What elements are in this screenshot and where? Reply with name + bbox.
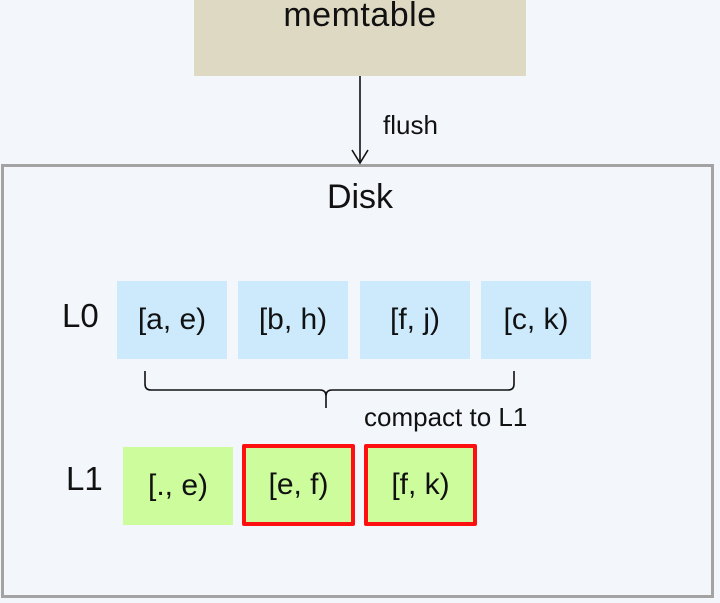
sstable-range: [b, h) bbox=[258, 303, 328, 336]
sstable-range: [f, j) bbox=[390, 303, 440, 336]
sstable-range: [f, k) bbox=[391, 468, 450, 501]
level-label-l1: L1 bbox=[66, 460, 103, 497]
memtable-label: memtable bbox=[283, 0, 437, 34]
sstable-l0: [a, e) bbox=[117, 281, 227, 359]
sstable-range: [c, k) bbox=[503, 303, 569, 336]
disk-container bbox=[1, 164, 714, 598]
compact-label: compact to L1 bbox=[364, 402, 528, 432]
sstable-l0: [c, k) bbox=[481, 281, 591, 359]
disk-title: Disk bbox=[326, 178, 394, 216]
sstable-range: [e, f) bbox=[268, 468, 329, 501]
memtable-box: memtable bbox=[194, 0, 526, 76]
sstable-l1-highlighted: [f, k) bbox=[364, 444, 477, 526]
sstable-range: [., e) bbox=[147, 469, 208, 502]
level-label-l0: L0 bbox=[62, 297, 99, 334]
sstable-l0: [f, j) bbox=[360, 281, 470, 359]
sstable-l0: [b, h) bbox=[238, 281, 348, 359]
sstable-l1: [., e) bbox=[123, 447, 233, 525]
compaction-brace bbox=[144, 371, 515, 408]
sstable-range: [a, e) bbox=[137, 303, 207, 336]
sstable-l1-highlighted: [e, f) bbox=[242, 444, 355, 526]
flush-label: flush bbox=[383, 110, 438, 140]
flush-arrow bbox=[351, 76, 369, 165]
